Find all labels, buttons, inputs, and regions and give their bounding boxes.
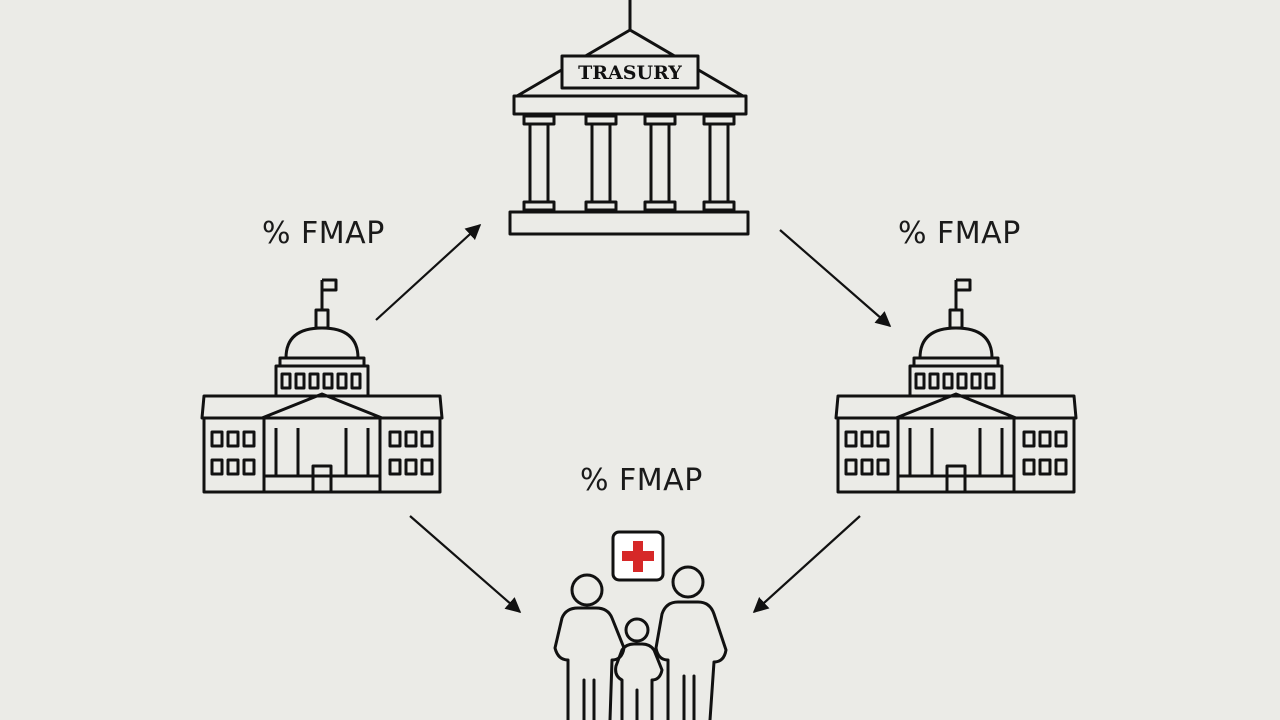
treasury-sign: TRASURY bbox=[578, 62, 682, 84]
arrow-left-to-family bbox=[409, 515, 522, 614]
state-capitol-icon bbox=[834, 278, 1078, 494]
medical-cross-icon bbox=[611, 530, 665, 582]
family-icon bbox=[553, 565, 728, 720]
arrow-treasury-to-right bbox=[779, 229, 892, 328]
state-capitol-icon bbox=[200, 278, 444, 494]
fmap-label-right: % FMAP bbox=[898, 216, 1021, 251]
arrow-right-to-family bbox=[752, 515, 861, 614]
fmap-label-left: % FMAP bbox=[262, 216, 385, 251]
arrow-left-to-treasury bbox=[375, 223, 482, 321]
treasury-building-icon bbox=[508, 0, 750, 236]
fmap-label-bottom: % FMAP bbox=[580, 463, 703, 498]
